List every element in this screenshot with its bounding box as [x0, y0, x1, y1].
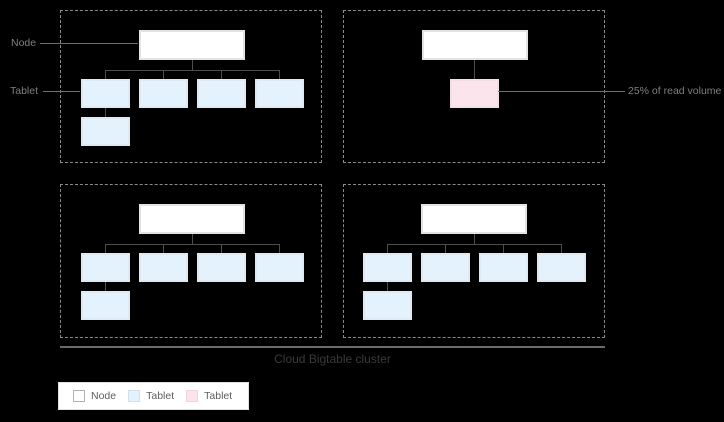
tablet-leader-line — [43, 91, 80, 92]
legend: Node Tablet Tablet — [58, 382, 250, 410]
node-group-3 — [60, 184, 322, 338]
hot-tablet-box — [450, 79, 499, 108]
connector — [105, 244, 280, 245]
cluster-bracket-line — [60, 346, 605, 348]
tablet-swatch-icon — [128, 390, 141, 402]
connector — [221, 244, 222, 253]
node-swatch-icon — [73, 390, 85, 402]
connector — [445, 244, 446, 253]
connector — [192, 60, 193, 70]
connector — [474, 234, 475, 244]
connector — [387, 282, 388, 291]
node-box — [139, 30, 245, 60]
tablet-box — [197, 79, 246, 108]
tablet-box — [139, 79, 188, 108]
connector — [105, 108, 106, 117]
connector — [163, 244, 164, 253]
tablet-box — [81, 253, 130, 282]
tablet-pointer-label: Tablet — [10, 85, 39, 97]
legend-item-node: Node — [73, 390, 116, 402]
tablet-box — [363, 291, 412, 320]
connector — [387, 244, 388, 253]
connector — [105, 282, 106, 291]
tablet-box — [197, 253, 246, 282]
node-group-4 — [343, 184, 605, 338]
connector — [221, 70, 222, 79]
connector — [192, 234, 193, 244]
connector — [387, 244, 562, 245]
tablet-box — [255, 79, 304, 108]
tablet-box — [81, 291, 130, 320]
legend-label-tablet: Tablet — [146, 390, 175, 402]
node-pointer-label: Node — [11, 37, 37, 49]
connector — [105, 70, 280, 71]
cluster-label: Cloud Bigtable cluster — [274, 352, 391, 366]
tablet-box — [479, 253, 528, 282]
node-box — [422, 30, 528, 60]
legend-label-hot-tablet: Tablet — [204, 390, 233, 402]
legend-item-tablet: Tablet — [128, 390, 174, 402]
read-volume-leader-line — [498, 91, 625, 92]
connector — [561, 244, 562, 253]
tablet-box — [421, 253, 470, 282]
connector — [474, 60, 475, 79]
connector — [279, 244, 280, 253]
tablet-box — [81, 79, 130, 108]
hot-tablet-swatch-icon — [186, 390, 199, 402]
node-box — [421, 204, 527, 234]
connector — [503, 244, 504, 253]
node-box — [139, 204, 245, 234]
connector — [163, 70, 164, 79]
node-group-2 — [343, 10, 605, 163]
tablet-box — [81, 117, 130, 146]
connector — [279, 70, 280, 79]
legend-item-hot-tablet: Tablet — [186, 390, 232, 402]
connector — [105, 244, 106, 253]
legend-label-node: Node — [91, 390, 117, 402]
tablet-box — [363, 253, 412, 282]
connector — [105, 70, 106, 79]
read-volume-label: 25% of read volume — [628, 85, 722, 97]
tablet-box — [537, 253, 586, 282]
node-leader-line — [40, 43, 138, 44]
node-group-1 — [60, 10, 322, 163]
tablet-box — [255, 253, 304, 282]
tablet-box — [139, 253, 188, 282]
